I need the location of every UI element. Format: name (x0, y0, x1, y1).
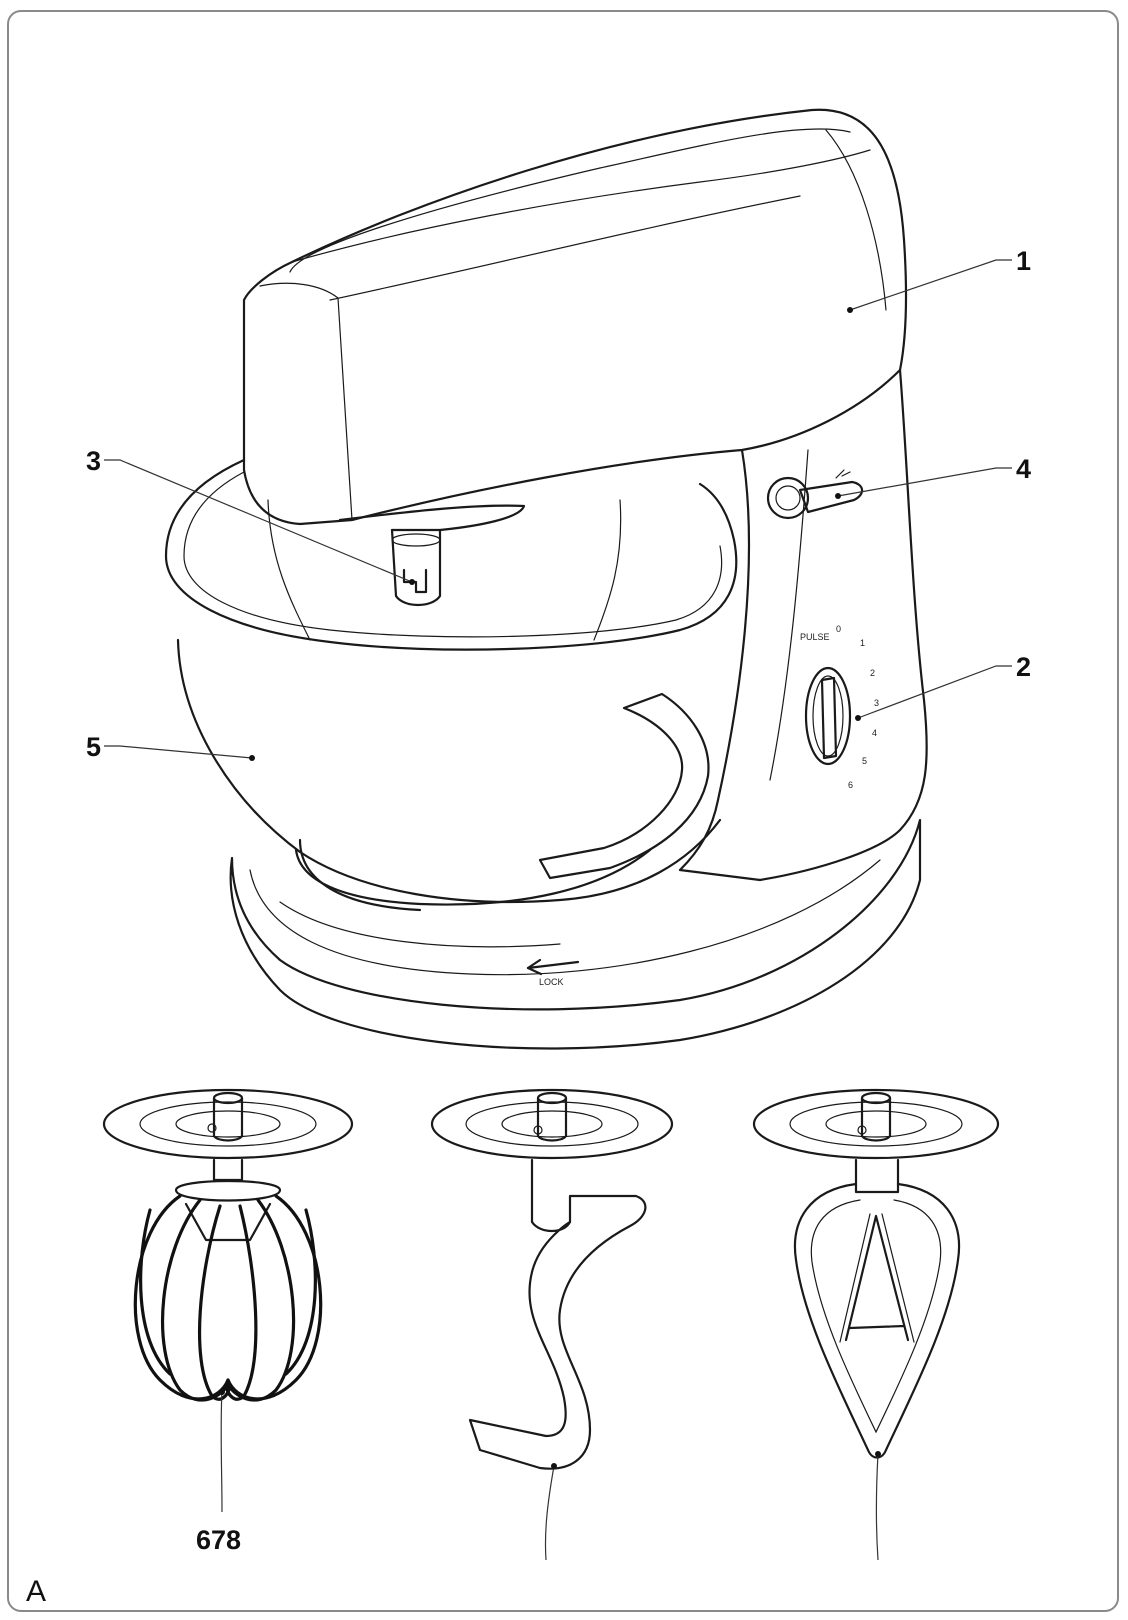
svg-text:5: 5 (862, 756, 867, 766)
svg-text:6: 6 (848, 780, 853, 790)
svg-text:4: 4 (872, 728, 877, 738)
svg-text:1: 1 (860, 638, 865, 648)
lock-marking: LOCK (539, 977, 564, 987)
callout-2: 2 (1016, 652, 1031, 682)
callout-678: 678 (196, 1525, 241, 1555)
callout-5: 5 (86, 732, 101, 762)
callout-3: 3 (86, 446, 101, 476)
callout-leaders (104, 259, 1012, 761)
figure-label: A (26, 1575, 46, 1608)
svg-text:2: 2 (870, 668, 875, 678)
whisk-attachment (102, 1088, 354, 1513)
speed-control-dial[interactable]: PULSE 0 1 2 3 4 5 6 (800, 624, 879, 790)
mixing-bowl (164, 458, 738, 912)
stand-mixer: LOCK (164, 108, 928, 1050)
tool-outlet (390, 528, 442, 607)
bowl-handle (538, 692, 710, 880)
pulse-marking: PULSE (800, 632, 830, 642)
dough-hook-attachment (430, 1088, 674, 1561)
k-beater-attachment (752, 1088, 1000, 1561)
mixer-base: LOCK (229, 818, 922, 1050)
svg-text:3: 3 (874, 698, 879, 708)
svg-text:0: 0 (836, 624, 841, 634)
mixer-head (242, 108, 908, 532)
mixer-column (678, 368, 928, 882)
callout-1: 1 (1016, 246, 1031, 276)
lock-arrow-icon (526, 958, 580, 976)
head-release-lever[interactable] (766, 469, 864, 520)
callout-4: 4 (1016, 454, 1031, 484)
